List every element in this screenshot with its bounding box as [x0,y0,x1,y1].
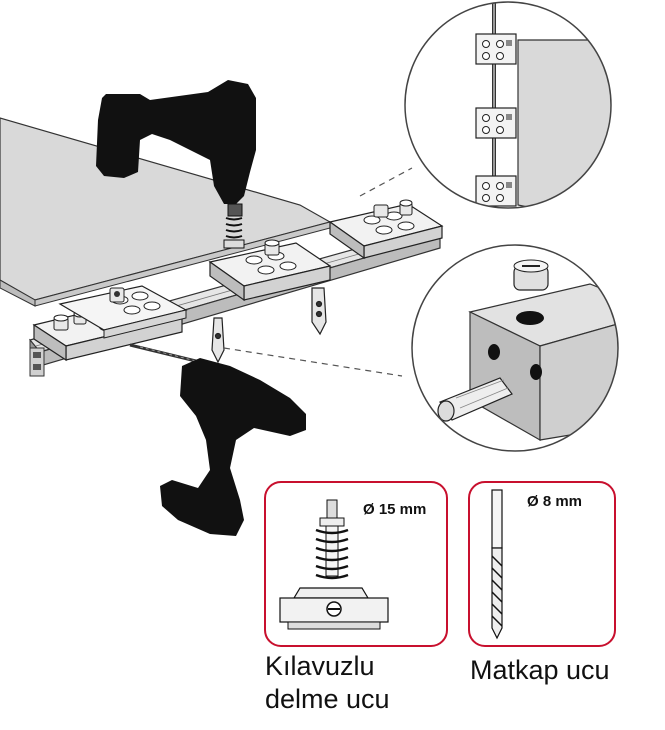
guided-bit-box: Ø 15 mm [264,481,448,647]
jig-block-right [328,199,444,260]
drill-bit-caption: Matkap ucu [470,655,610,685]
guided-bit-on-drill [223,203,245,249]
guided-bit-caption: Kılavuzlu delme ucu [265,650,390,716]
jig-block-middle [208,239,332,302]
cam-connector [513,259,549,291]
twist-drill-illustration [491,489,503,640]
detail-circle-top [404,1,612,209]
detail-circle-bottom [411,244,619,452]
mini-jig-1 [475,33,517,65]
jig-block-left-top [58,285,188,339]
guided-bit-caption-line2: delme ucu [265,684,390,714]
clamp-right [311,287,327,336]
drill-bit-box: Ø 8 mm [468,481,616,647]
horizontal-drill-bit [129,343,201,364]
drill-bit-dimension: Ø 8 mm [527,493,582,510]
mini-jig-2 [475,107,517,139]
clamp-left [211,317,225,364]
mini-jig-3 [475,175,517,207]
cordless-drill-top [96,80,256,204]
leader-lines [223,167,413,377]
guided-bit-dimension: Ø 15 mm [363,501,426,518]
guided-bit-illustration [279,499,389,630]
wooden-dowel [437,377,513,422]
cordless-drill-bottom [160,358,306,536]
guided-bit-caption-line1: Kılavuzlu [265,651,375,681]
